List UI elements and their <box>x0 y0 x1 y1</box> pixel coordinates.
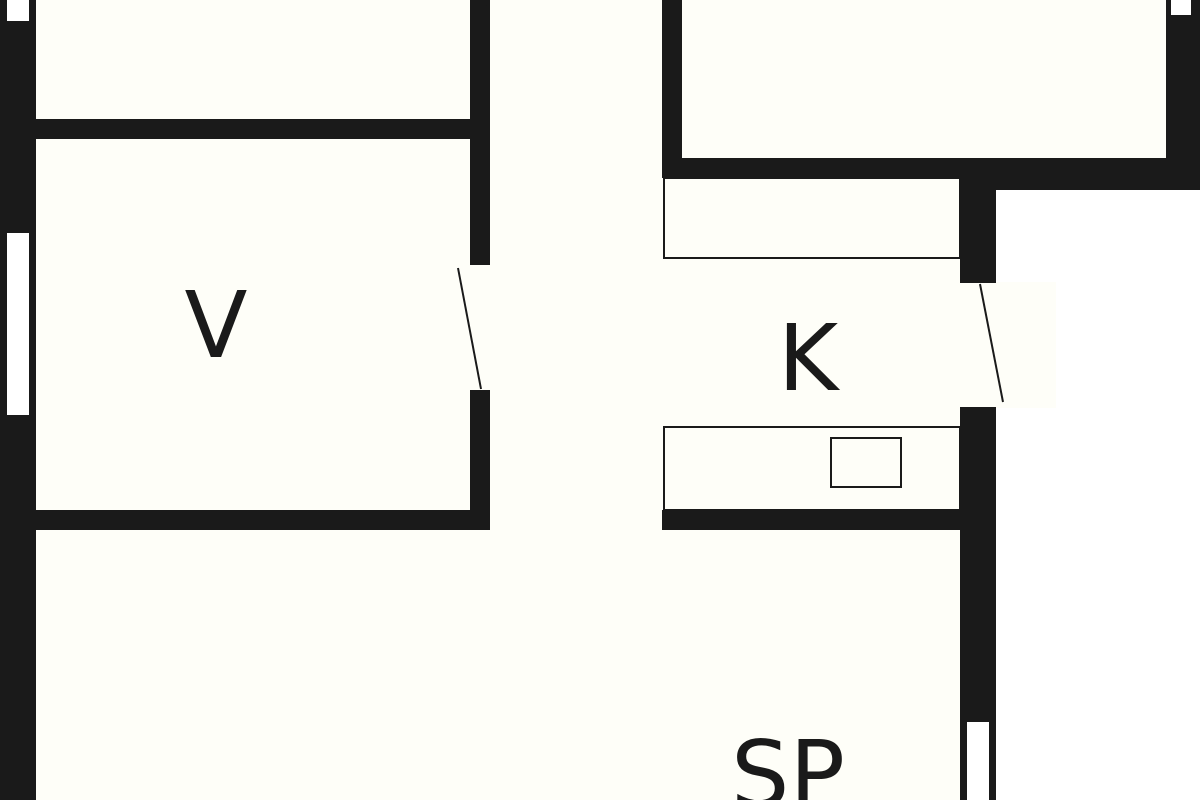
exterior-wall-top-right <box>960 170 1200 190</box>
room-label-sp: SP <box>731 721 845 800</box>
window-sp-right <box>965 720 991 800</box>
wall-k-right-upper <box>960 178 996 283</box>
door-k-leaf <box>979 283 1004 403</box>
wall-top-right-room-left <box>662 0 682 178</box>
windows <box>5 0 1193 800</box>
wall-top-right-room-right <box>1166 0 1200 190</box>
doors <box>457 0 1004 403</box>
wall-v-right-upper <box>470 0 490 265</box>
kitchen-sink <box>830 437 902 488</box>
wall-top-left-room-bottom <box>36 119 474 139</box>
kitchen-fixtures <box>663 177 961 511</box>
wall-k-bottom <box>662 510 996 530</box>
window-top-left <box>5 0 31 23</box>
kitchen-counter-bottom <box>663 426 961 511</box>
window-v-left <box>5 231 31 417</box>
wall-v-bottom <box>36 510 490 530</box>
wall-v-right-lower <box>470 390 490 530</box>
room-label-k: K <box>778 305 841 412</box>
room-label-v: V <box>185 272 248 379</box>
door-v-leaf <box>457 267 482 390</box>
window-top-right <box>1169 0 1193 17</box>
door-top-left-leaf <box>481 0 487 7</box>
kitchen-counter-top <box>663 177 961 259</box>
